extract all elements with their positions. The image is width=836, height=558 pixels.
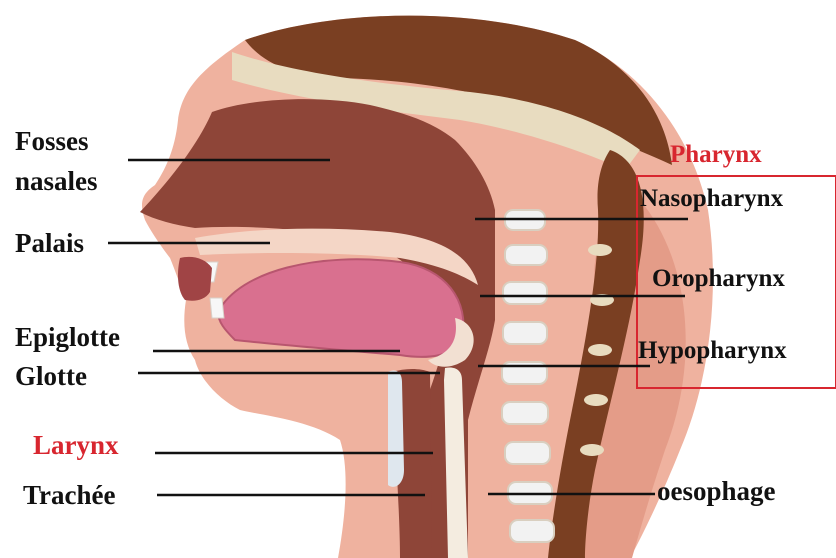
label-nasopharynx: Nasopharynx	[640, 186, 783, 211]
label-fosses-line2: nasales	[15, 168, 98, 195]
label-palais: Palais	[15, 230, 84, 257]
label-oesophage: oesophage	[657, 478, 776, 505]
lips	[178, 257, 212, 301]
larynx-cartilage	[388, 370, 404, 486]
label-larynx: Larynx	[33, 432, 119, 459]
label-glotte: Glotte	[15, 363, 87, 390]
label-fosses-line1: Fosses	[15, 128, 89, 155]
label-epiglotte: Epiglotte	[15, 324, 120, 351]
label-hypopharynx: Hypopharynx	[638, 338, 787, 363]
label-oropharynx: Oropharynx	[652, 266, 785, 291]
label-trachee: Trachée	[23, 482, 115, 509]
label-pharynx: Pharynx	[670, 142, 762, 167]
vertebral-column	[502, 210, 554, 542]
